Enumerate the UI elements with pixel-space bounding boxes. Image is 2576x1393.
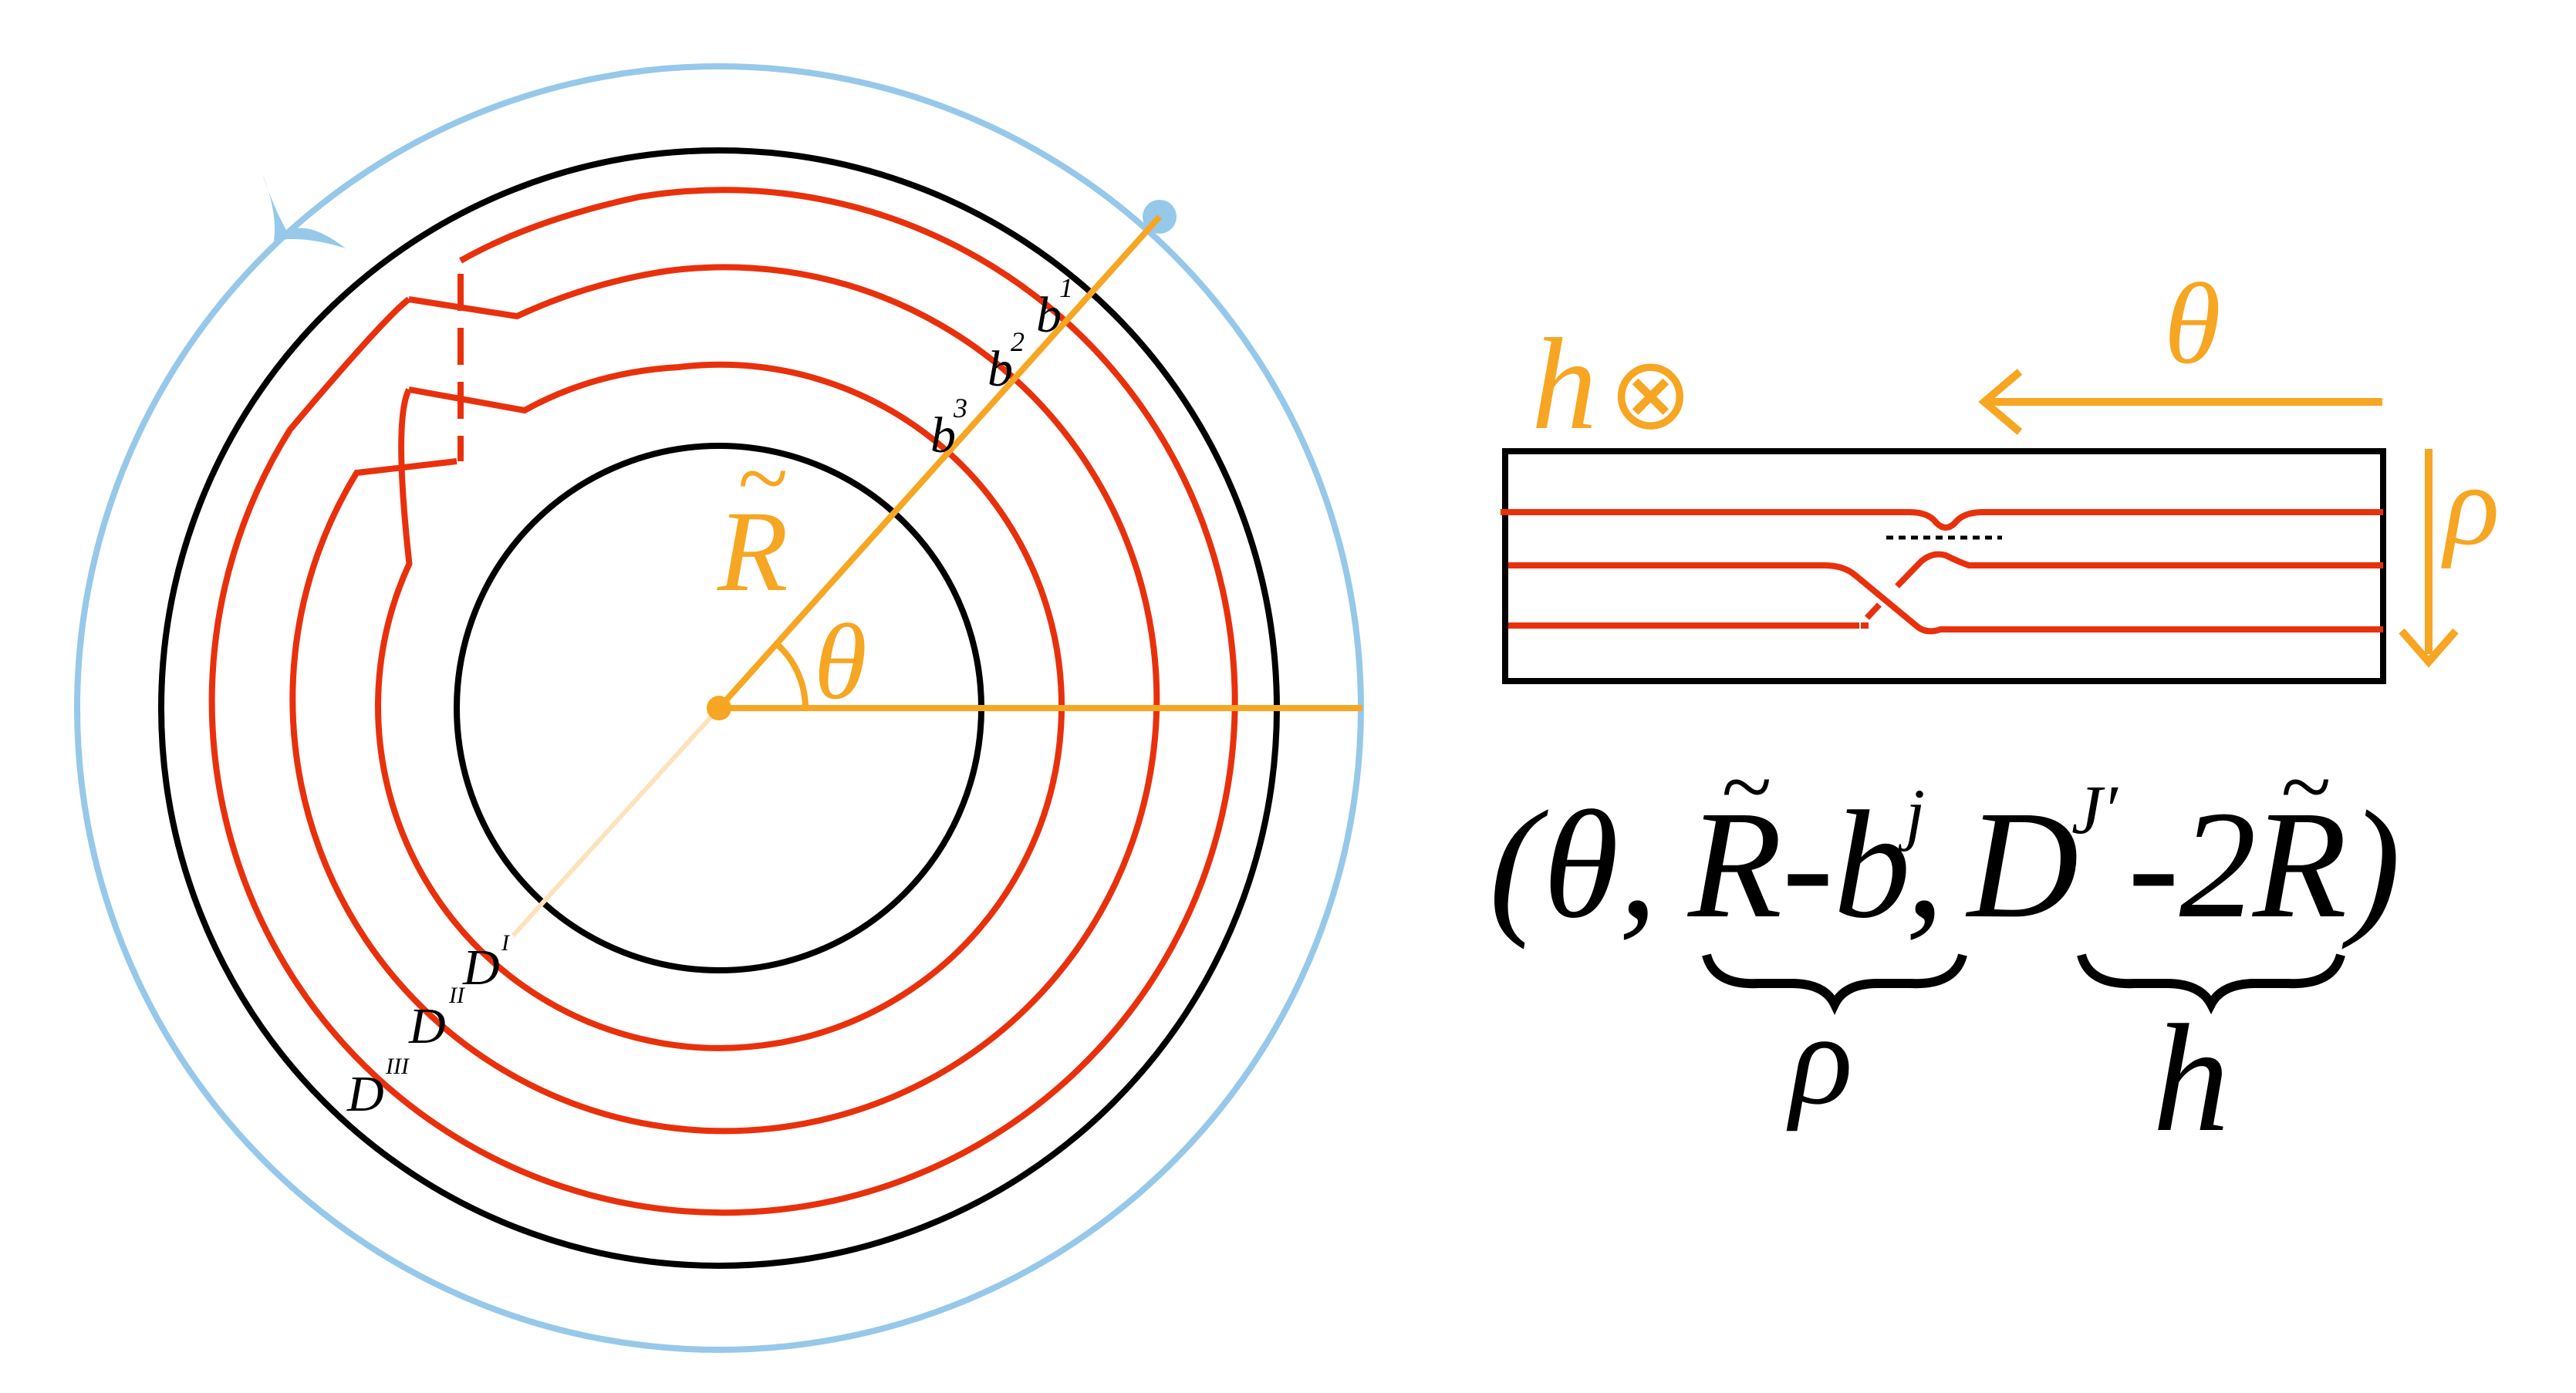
label-d1: D	[462, 939, 500, 996]
label-b1-sup: 1	[1059, 272, 1073, 303]
label-b3: b	[930, 407, 956, 464]
label-r: R	[717, 487, 788, 616]
formula: ( θ, ~ R -b j , D J′ -2 ~ R ) ρ h	[1489, 735, 2401, 1164]
b-labels: b 1 b 2 b 3	[930, 272, 1073, 464]
formula-r: R	[1686, 780, 1782, 950]
radial-extension-line	[511, 706, 721, 938]
right-panel: h ⊗ θ ρ	[1501, 260, 2500, 684]
label-d3: D	[346, 1066, 384, 1122]
formula-minus-2: -2	[2128, 780, 2257, 950]
formula-r2: R	[2251, 780, 2347, 950]
formula-r2-tilde: ~	[2280, 735, 2330, 838]
label-d1-sup: I	[501, 930, 511, 956]
d-labels: D I D II D III	[346, 930, 511, 1122]
formula-theta: θ,	[1543, 780, 1657, 950]
label-r-tilde: ~	[737, 427, 787, 529]
strand-outer	[208, 187, 1238, 1216]
label-b2: b	[988, 341, 1013, 397]
h-cross-icon: ⊗	[1609, 335, 1693, 452]
strand-inner	[375, 361, 1065, 1051]
label-theta-right: θ	[2164, 260, 2221, 388]
slab-strand-bottom-right	[1895, 551, 2383, 589]
radial-coordinate-line	[717, 214, 1162, 710]
formula-d: D	[1965, 780, 2078, 950]
label-b3-sup: 3	[953, 393, 967, 423]
underbrace-h	[2077, 953, 2345, 1015]
formula-open-paren: (	[1489, 780, 1548, 950]
strand-middle	[289, 264, 1160, 1135]
label-b2-sup: 2	[1011, 326, 1025, 357]
slab-strand-middle	[1508, 562, 2383, 635]
label-d2-sup: II	[448, 983, 466, 1008]
slab-strand-top	[1501, 509, 2383, 531]
theta-angle-arc	[775, 642, 809, 709]
formula-r-tilde: ~	[1720, 735, 1771, 838]
theta-arrow-head-icon	[1978, 369, 2023, 435]
formula-rho: ρ	[1786, 987, 1853, 1132]
orbit-arrow-icon	[262, 174, 346, 248]
label-d3-sup: III	[385, 1054, 410, 1079]
formula-close-paren: )	[2341, 780, 2401, 950]
rho-arrow-head-icon	[2399, 628, 2459, 668]
slab-strand-bottom-rise	[1865, 602, 1882, 620]
formula-minus-b: -b	[1782, 780, 1911, 950]
label-h: h	[1531, 312, 1597, 457]
left-panel: R ~ θ b 1 b 2 b 3 D I D II D III	[74, 63, 1364, 1353]
label-d2: D	[408, 998, 446, 1054]
label-b1: b	[1036, 287, 1062, 343]
underbrace-rho	[1702, 953, 1967, 1015]
label-rho-right: ρ	[2441, 441, 2500, 569]
label-theta-left: θ	[814, 602, 867, 722]
origin-point	[707, 696, 731, 720]
formula-comma: ,	[1906, 780, 1944, 950]
formula-h: h	[2152, 993, 2230, 1164]
formula-d-sup: J′	[2071, 772, 2119, 848]
